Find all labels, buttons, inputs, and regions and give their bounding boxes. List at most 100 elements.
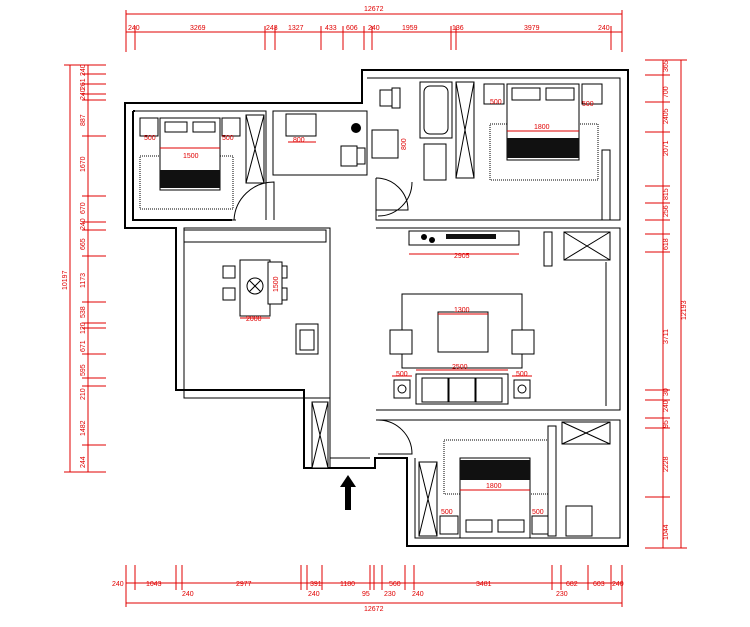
wardrobe-icon [423,143,447,181]
dim-room-12: 1300 [454,307,470,314]
dim-left-10: 538 [80,306,87,318]
dim-left-overall: 10197 [62,270,69,290]
dim-right-6: 256 [663,205,670,217]
dim-room-15: 500 [516,371,528,378]
dim-right-4: 2071 [663,140,670,156]
pillar [547,425,557,537]
dim-right-3: 2405 [663,108,670,124]
dim-bottom-5: 1180 [340,581,355,588]
dim-bottom-lower-1: 240 [182,591,194,598]
bedroom-2: 500 500 1800 [455,81,611,221]
dim-left-13: 595 [80,364,87,376]
nightstand-right [221,117,241,137]
dining: 1500 2000 [183,229,327,355]
entrance-arrow-icon [340,475,356,510]
dim-right-13: 1044 [663,524,670,540]
window-sill [601,149,611,221]
dim-left-3: 240 [80,88,87,100]
dim-room-11: 1500 [273,276,280,292]
dim-bottom-lower-2: 240 [308,591,320,598]
bedroom-3: 1800 500 500 [418,421,611,539]
dim-bottom-8: 682 [566,581,578,588]
dim-top-8: 1959 [402,25,418,32]
dim-top-11: 240 [598,25,610,32]
dim-top-2: 3269 [190,25,206,32]
dim-room-6: 500 [490,99,502,106]
dimension-chains: 12672 240 3269 243 1327 433 606 240 1959… [62,6,688,613]
kitchen: 2905 [408,230,611,267]
dim-left-15: 1482 [80,420,87,436]
dim-bottom-6: 560 [389,581,401,588]
dim-room-14: 2500 [452,364,468,371]
drain-icon [351,123,361,133]
dim-right-7: 618 [663,238,670,250]
dim-bottom-7: 3481 [476,581,492,588]
dim-bottom-overall: 12672 [364,606,384,613]
door-bedroom3 [377,419,413,455]
dim-right-10: 240 [663,400,670,412]
dim-bottom-lower-6: 230 [556,591,568,598]
armchair-left [389,329,413,355]
doors [233,177,413,459]
dim-top-3: 243 [266,25,278,32]
dim-bottom-1: 240 [112,581,124,588]
dim-room-16: 1800 [486,483,502,490]
door-bath [375,177,409,211]
dim-left-16: 244 [80,456,87,468]
sink-icon [371,129,399,159]
bathroom-1: 800 800 [285,113,408,167]
dim-room-5: 800 [401,138,408,150]
dim-right-5: 815 [663,188,670,200]
bed-icon [506,83,580,161]
dim-bottom-ticks [134,565,612,590]
dim-left-6: 670 [80,202,87,214]
armchair-right [511,329,535,355]
dim-left-ticks [82,73,106,446]
dim-right-overall: 12193 [681,300,688,320]
dim-top-1: 240 [128,25,140,32]
dim-right-8: 3711 [663,329,670,344]
dim-left-14: 210 [80,388,87,400]
nightstand-right [531,515,551,535]
dim-top-7: 240 [368,25,380,32]
dim-top-5: 433 [325,25,337,32]
dim-room-13: 500 [396,371,408,378]
nightstand-left [139,117,159,137]
dim-room-17: 500 [441,509,453,516]
dim-top-9: 136 [452,25,464,32]
nightstand-right [581,83,603,105]
dim-bottom-2: 1043 [146,581,162,588]
dim-left-2: 261 [80,78,87,90]
desk [565,505,593,537]
dim-bottom-lower-3: 95 [362,591,370,598]
door-bedroom1 [233,181,275,221]
entrance-cabinet [311,401,329,469]
dim-room-3: 1500 [183,153,199,160]
chair [222,265,236,279]
stove-icon [421,234,427,240]
bedroom-1: 500 500 1500 [139,114,265,210]
dim-left-12: 671 [80,340,87,352]
dim-top-overall: 12672 [364,6,384,13]
dim-room-9: 2905 [454,253,470,260]
side-table-left [393,379,411,399]
dim-top-10: 3979 [524,25,540,32]
dim-left-1: 240 [80,64,87,76]
bathtub-icon [419,81,453,139]
dim-left-9: 1173 [80,273,87,288]
dim-top-4: 1327 [288,25,304,32]
dim-room-4: 800 [293,137,305,144]
dim-left-11: 120 [80,322,87,334]
dim-bottom-9: 603 [593,581,605,588]
living-room: 1300 500 2500 500 [389,262,607,406]
dim-right-11: 95 [663,420,670,428]
coffee-table [437,311,489,353]
dim-room-18: 500 [532,509,544,516]
toilet-icon [379,87,401,109]
dining-table-icon [239,259,271,317]
dim-room-10: 2000 [246,316,262,323]
dim-bottom-lower-5: 240 [412,591,424,598]
dim-bottom-4: 391 [310,581,322,588]
dim-bottom-3: 2977 [236,581,252,588]
